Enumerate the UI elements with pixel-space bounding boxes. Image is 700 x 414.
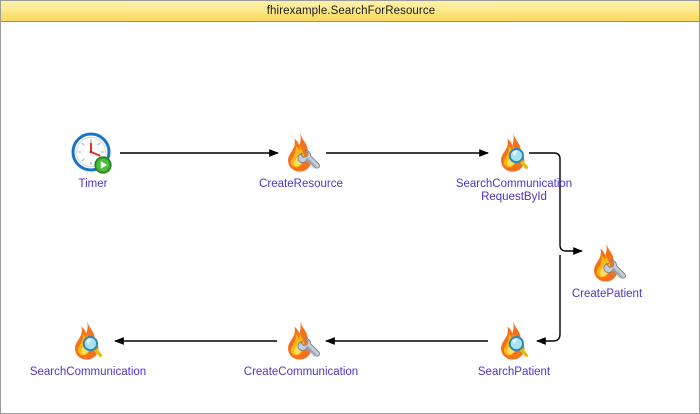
node-timer[interactable]: Timer — [8, 131, 178, 191]
node-createcommunication[interactable]: CreateCommunication — [216, 319, 386, 379]
fhir-flame-wrench-icon — [585, 241, 629, 287]
node-label: CreatePatient — [571, 288, 643, 300]
node-label: SearchCommunication RequestById — [455, 178, 573, 203]
fhir-flame-search-icon — [492, 131, 536, 177]
node-createresource[interactable]: CreateResource — [216, 131, 386, 191]
diagram-canvas[interactable]: Timer CreateResource — [1, 23, 699, 413]
magnifier-overlay — [82, 336, 103, 358]
node-label: Timer — [78, 178, 108, 190]
wrench-overlay — [603, 259, 626, 279]
wrench-overlay — [297, 149, 320, 169]
node-searchpatient[interactable]: SearchPatient — [429, 319, 599, 379]
node-searchcommunicationrequestbyid[interactable]: SearchCommunication RequestById — [429, 131, 599, 204]
magnifier-overlay — [508, 336, 529, 358]
fhir-flame-wrench-icon — [279, 319, 323, 365]
wrench-overlay — [297, 337, 320, 357]
node-label: SearchPatient — [477, 366, 551, 378]
window-titlebar: fhirexample.SearchForResource — [1, 1, 699, 22]
node-label: CreateCommunication — [243, 366, 359, 378]
node-searchcommunication[interactable]: SearchCommunication — [3, 319, 173, 379]
timer-clock-icon — [71, 131, 115, 177]
fhir-flame-search-icon — [492, 319, 536, 365]
node-label: SearchCommunication — [29, 366, 147, 378]
fhir-flame-search-icon — [66, 319, 110, 365]
node-label: CreateResource — [259, 178, 343, 190]
magnifier-overlay — [508, 148, 529, 170]
node-createpatient[interactable]: CreatePatient — [522, 241, 692, 301]
fhir-flame-wrench-icon — [279, 131, 323, 177]
window-title: fhirexample.SearchForResource — [266, 5, 436, 17]
